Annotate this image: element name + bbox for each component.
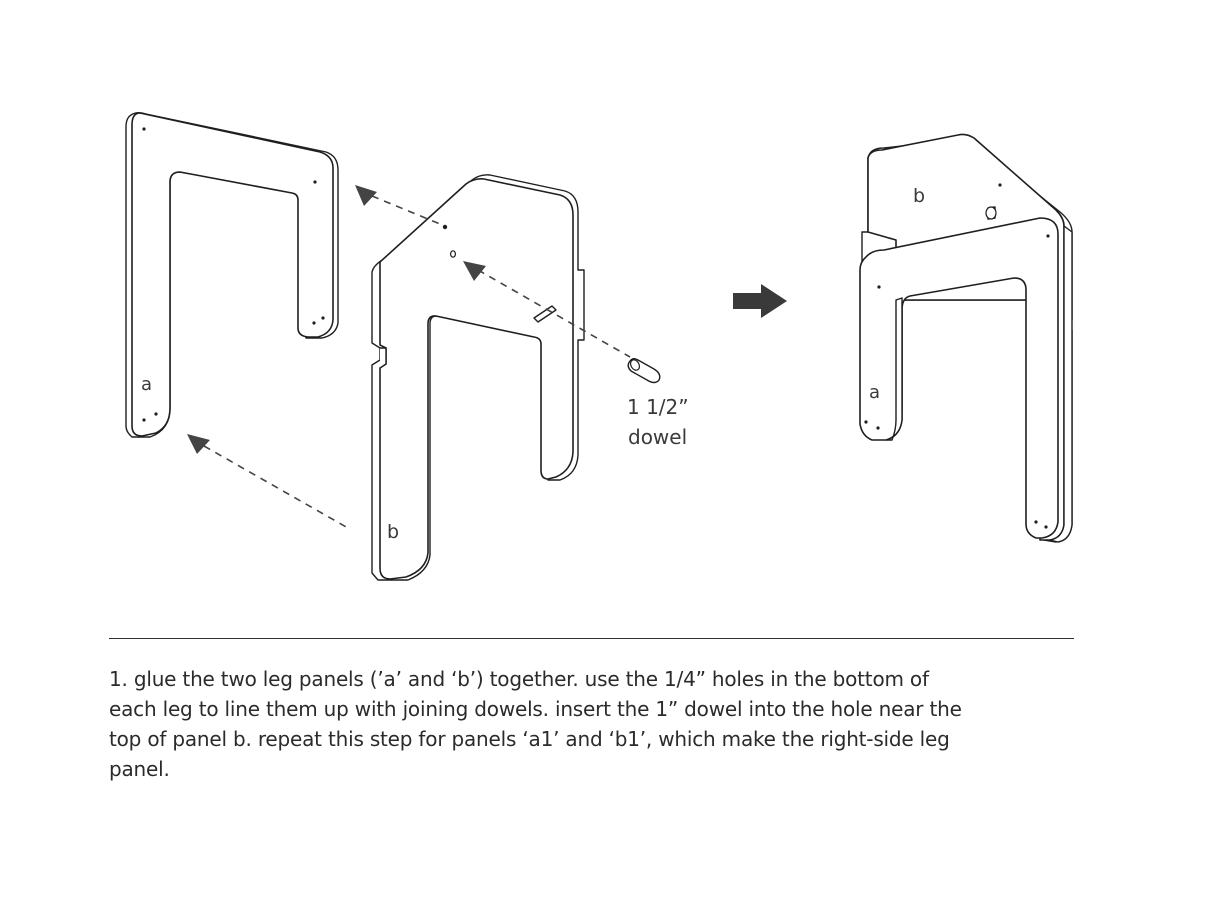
label-assembled-a: a: [869, 382, 880, 403]
label-dowel-word: dowel: [628, 425, 687, 449]
guide-line-lower: [203, 445, 349, 529]
divider-line: [109, 638, 1074, 639]
guide-arrow-upper: [355, 185, 377, 206]
dowel: [627, 358, 661, 384]
label-assembled-b: b: [913, 185, 925, 207]
instruction-text: 1. glue the two leg panels (’a’ and ‘b’)…: [109, 667, 962, 781]
assembled-leg-panel: [859, 133, 1073, 543]
guide-line-dowel: [477, 269, 631, 358]
result-arrow: [733, 284, 787, 318]
assembly-diagram: a b 1 1/2” dowel b a: [125, 112, 1073, 581]
panel-a-exploded: [125, 112, 339, 438]
guide-arrow-dowel: [463, 261, 486, 281]
label-panel-b: b: [387, 521, 399, 543]
label-dowel-size: 1 1/2”: [627, 395, 689, 419]
panel-b-exploded: [371, 174, 585, 581]
guide-arrow-lower: [187, 434, 210, 454]
label-panel-a: a: [141, 374, 152, 395]
